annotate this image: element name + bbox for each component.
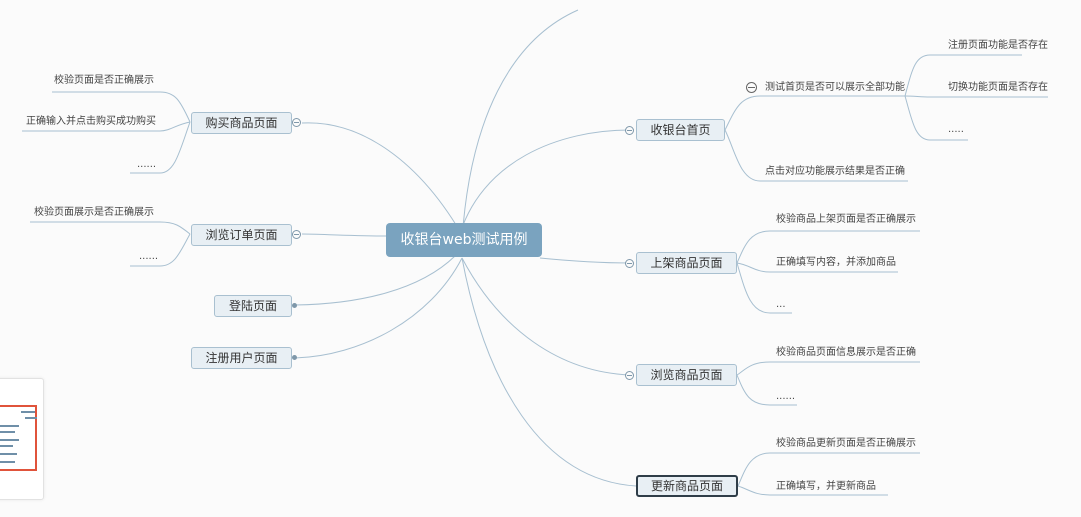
collapse-home-sub-icon[interactable] <box>746 82 757 93</box>
expand-login-icon[interactable] <box>292 303 297 308</box>
node-login-page[interactable]: 登陆页面 <box>214 295 292 317</box>
node-cashier-home[interactable]: 收银台首页 <box>636 119 725 141</box>
minimap-panel[interactable] <box>0 378 44 500</box>
leaf-update-1[interactable]: 校验商品更新页面是否正确展示 <box>776 438 916 449</box>
leaf-orders-1[interactable]: 校验页面展示是否正确展示 <box>34 207 154 218</box>
connector-root-register <box>294 257 463 359</box>
connector-root-update <box>461 257 637 487</box>
connector-root-home <box>457 129 631 241</box>
leaf-buy-3[interactable]: ...... <box>137 159 157 170</box>
node-browse-goods-page[interactable]: 浏览商品页面 <box>636 364 737 386</box>
connector-root-list <box>539 257 631 264</box>
leaf-home-sub[interactable]: 测试首页是否可以展示全部功能 <box>765 82 905 93</box>
node-update-goods-page[interactable]: 更新商品页面 <box>636 475 738 497</box>
node-buy-goods-page[interactable]: 购买商品页面 <box>191 112 292 134</box>
node-register-page[interactable]: 注册用户页面 <box>191 347 292 369</box>
minimap-viewport[interactable] <box>0 405 37 471</box>
leaf-home-sub-2[interactable]: 切换功能页面是否存在 <box>948 82 1048 93</box>
leaf-home-1[interactable]: 点击对应功能展示结果是否正确 <box>765 166 905 177</box>
node-list-goods-page[interactable]: 上架商品页面 <box>636 252 737 274</box>
leaf-home-sub-1[interactable]: 注册页面功能是否存在 <box>948 40 1048 51</box>
connector-root-buy <box>301 122 466 241</box>
collapse-cashier-home-icon[interactable] <box>625 126 634 135</box>
leaf-browse-2[interactable]: ...... <box>776 391 796 402</box>
leaf-orders-2[interactable]: ...... <box>139 251 159 262</box>
leaf-buy-1[interactable]: 校验页面是否正确展示 <box>54 75 154 86</box>
leaf-update-2[interactable]: 正确填写，并更新商品 <box>776 481 876 492</box>
node-browse-orders-page[interactable]: 浏览订单页面 <box>191 224 292 246</box>
leaf-list-3[interactable]: ... <box>776 299 786 310</box>
leaf-browse-1[interactable]: 校验商品页面信息展示是否正确 <box>776 347 916 358</box>
expand-register-icon[interactable] <box>292 355 297 360</box>
connector-root-orders <box>301 233 391 237</box>
root-node[interactable]: 收银台web测试用例 <box>386 223 542 257</box>
leaf-buy-2[interactable]: 正确输入并点击购买成功购买 <box>26 116 156 127</box>
collapse-list-goods-icon[interactable] <box>625 259 634 268</box>
leaf-list-2[interactable]: 正确填写内容，并添加商品 <box>776 257 896 268</box>
connector-root-browse <box>461 257 631 376</box>
leaf-list-1[interactable]: 校验商品上架页面是否正确展示 <box>776 214 916 225</box>
connector-top-branch <box>461 9 579 241</box>
collapse-browse-goods-icon[interactable] <box>625 371 634 380</box>
collapse-browse-orders-icon[interactable] <box>292 230 301 239</box>
connector-root-login <box>294 255 456 306</box>
collapse-buy-goods-icon[interactable] <box>292 118 301 127</box>
leaf-home-sub-3[interactable]: ..... <box>948 124 964 135</box>
